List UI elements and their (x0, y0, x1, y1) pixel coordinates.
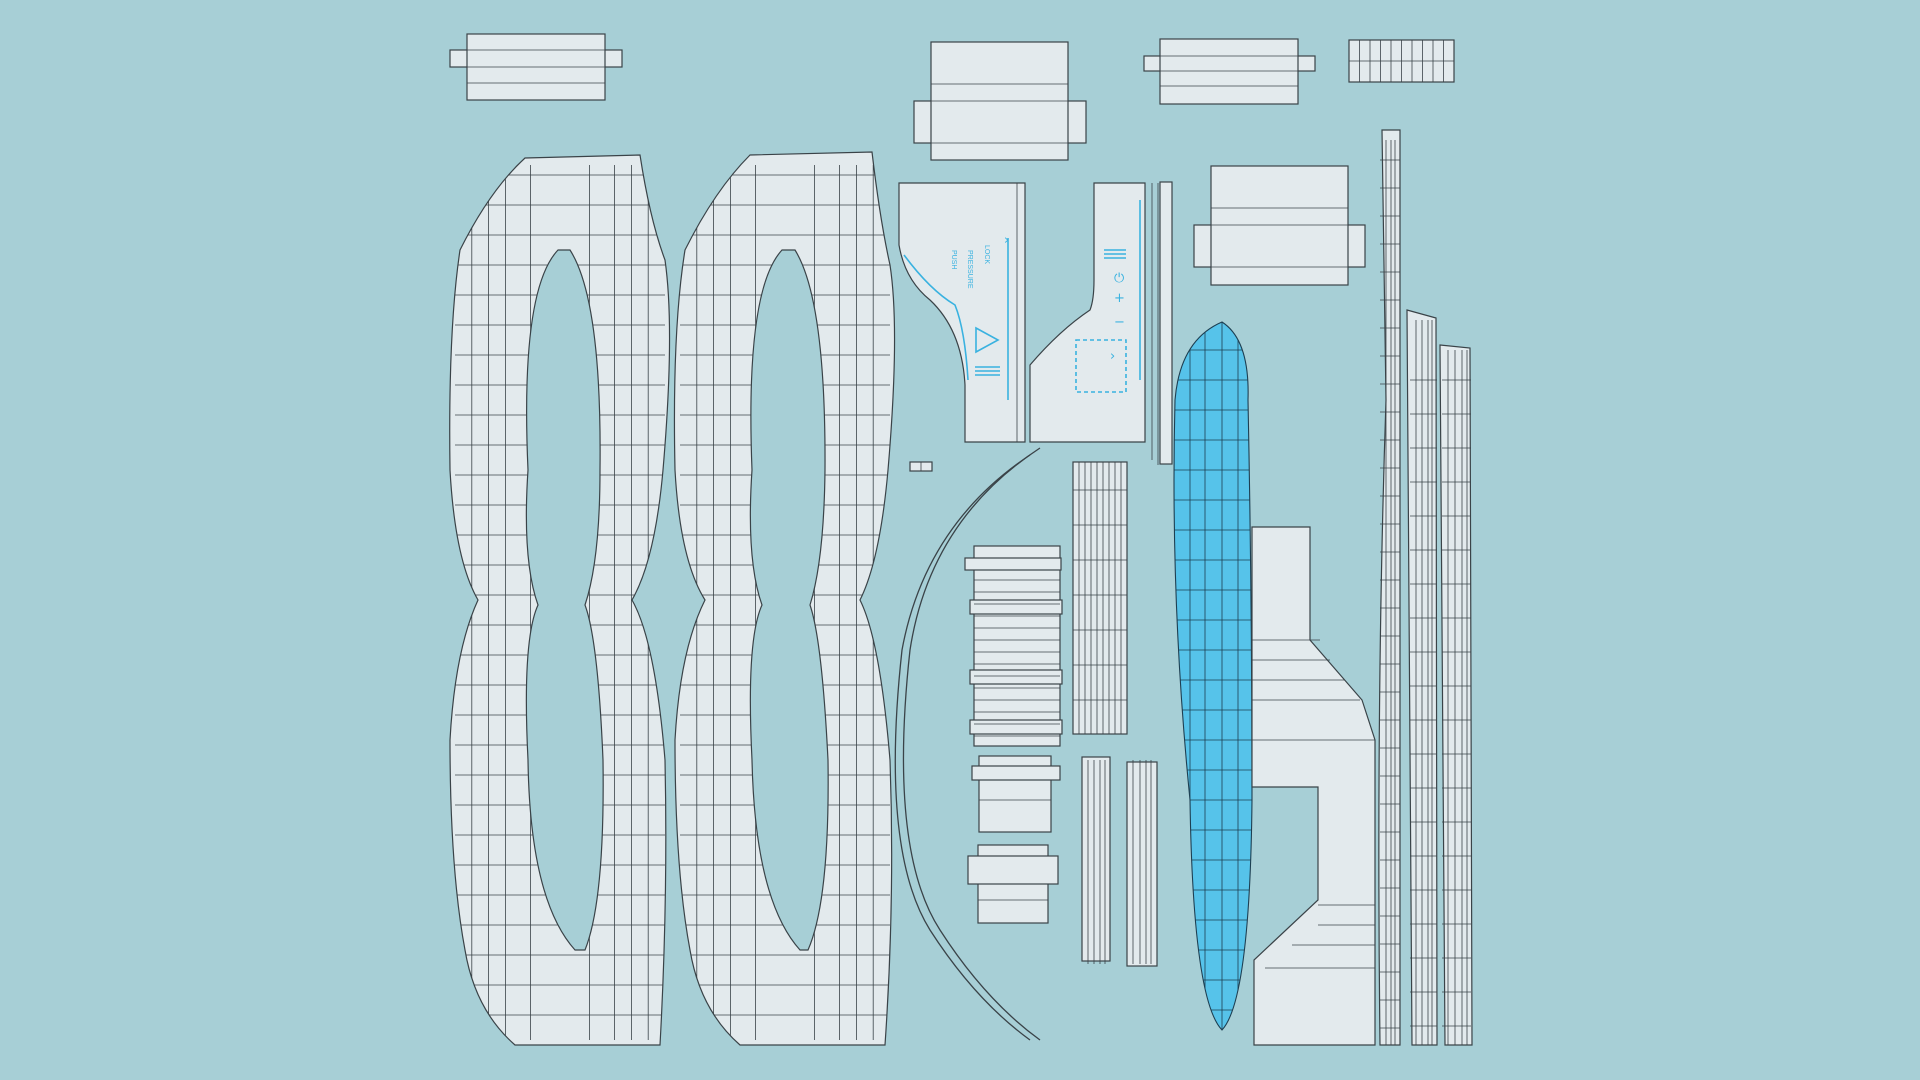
uv-island-top-left[interactable] (449, 33, 623, 101)
uv-island-selected[interactable] (1170, 320, 1255, 1031)
uv-island-ring-2[interactable] (673, 151, 896, 1046)
uv-island-strip-top[interactable] (1348, 39, 1455, 83)
uv-island-right-center[interactable] (1193, 165, 1366, 286)
uv-island-tall-strips[interactable] (1378, 129, 1473, 1046)
uv-island-tiny[interactable] (909, 461, 933, 472)
uv-island-ring-1[interactable] (449, 154, 671, 1046)
uv-island-top-right[interactable] (1143, 38, 1316, 105)
decal-pressure-label: PRESSURE (966, 250, 973, 289)
uv-island-narrow-columns[interactable] (1072, 461, 1158, 967)
uv-island-decal-panel-1[interactable]: PUSH PRESSURE LOCK › (898, 182, 1026, 443)
decal-stripes (1104, 249, 1126, 259)
decal-push-label: PUSH (950, 250, 957, 269)
decal-stripes (975, 366, 1000, 376)
uv-island-top-center[interactable] (913, 41, 1087, 161)
uv-island-stepped[interactable] (1251, 526, 1376, 1046)
uv-island-arc[interactable] (894, 447, 1041, 1041)
uv-island-stack[interactable] (964, 545, 1063, 924)
power-icon: ⏻ (1114, 271, 1124, 286)
arrow-icon: › (1004, 233, 1009, 248)
uv-island-decal-panel-2[interactable]: ⏻ + − › (1029, 181, 1173, 465)
triangle-icon (975, 326, 1000, 354)
minus-icon: − (1114, 315, 1125, 330)
plus-icon: + (1114, 291, 1125, 306)
decal-lock-label: LOCK (983, 245, 990, 264)
arrow-icon: › (1110, 349, 1115, 364)
